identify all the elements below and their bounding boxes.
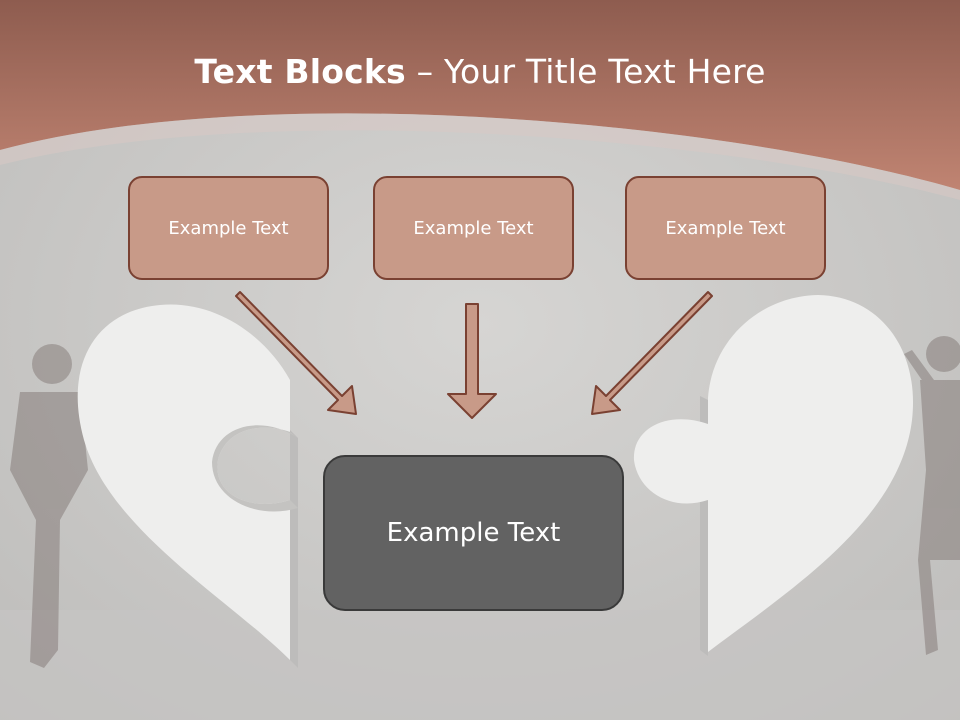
title-bold: Text Blocks (194, 52, 406, 91)
text-block-2[interactable]: Example Text (373, 176, 574, 280)
arrow-down-icon (447, 303, 497, 419)
puzzle-heart-right-half (633, 295, 914, 656)
woman-figure (904, 336, 960, 655)
center-text-block[interactable]: Example Text (323, 455, 624, 611)
text-block-1-label: Example Text (168, 217, 289, 239)
text-block-3-label: Example Text (665, 217, 786, 239)
text-block-1[interactable]: Example Text (128, 176, 329, 280)
slide-title: Text Blocks – Your Title Text Here (0, 52, 960, 91)
text-block-2-label: Example Text (413, 217, 534, 239)
arrow-down-right-icon (235, 291, 357, 415)
puzzle-heart-left-half (77, 304, 298, 668)
text-block-3[interactable]: Example Text (625, 176, 826, 280)
center-text-block-label: Example Text (386, 518, 561, 548)
title-rest: – Your Title Text Here (405, 52, 766, 91)
arrow-down-left-icon (591, 291, 713, 415)
